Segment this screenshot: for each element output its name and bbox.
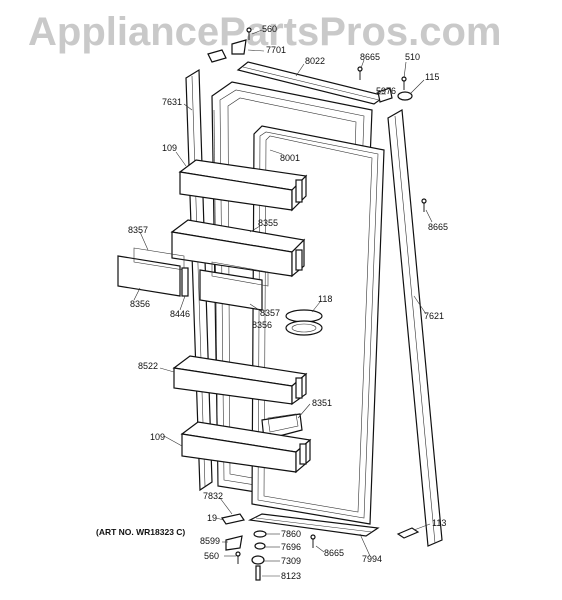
callout-8665-right: 8665 (428, 222, 449, 232)
callout-115: 115 (425, 72, 440, 82)
callout-8022: 8022 (305, 56, 326, 66)
callout-109-top: 109 (162, 143, 178, 153)
callout-19: 19 (207, 513, 218, 523)
right-trim-strip (387, 109, 443, 547)
callout-8356-left: 8356 (130, 299, 151, 309)
callout-7621: 7621 (424, 311, 445, 321)
callout-8446: 8446 (170, 309, 191, 319)
bottom-door-bin (180, 421, 312, 474)
callout-8001: 8001 (280, 153, 301, 163)
callout-7994: 7994 (362, 554, 383, 564)
callout-7860: 7860 (281, 529, 302, 539)
callout-560-top: 560 (262, 24, 278, 34)
bottom-hinge-hardware (221, 513, 420, 581)
top-hinge-parts (207, 27, 427, 212)
callout-8357-right: 8357 (260, 308, 281, 318)
lower-door-bin (172, 355, 308, 406)
callout-113: 113 (432, 518, 447, 528)
callout-8665-bottom: 8665 (324, 548, 345, 558)
callout-510: 510 (405, 52, 421, 62)
callout-8123: 8123 (281, 571, 302, 581)
callout-8356-right: 8356 (252, 320, 273, 330)
watermark-text: AppliancePartsPros.com (28, 10, 502, 54)
callout-7631: 7631 (162, 97, 183, 107)
callout-8357-left: 8357 (128, 225, 149, 235)
callout-7701: 7701 (266, 45, 287, 55)
callout-7696: 7696 (281, 542, 302, 552)
leader-lines (133, 29, 433, 577)
art-number: (ART NO. WR18323 C) (96, 527, 186, 537)
callout-8355: 8355 (258, 218, 279, 228)
callout-7309: 7309 (281, 556, 302, 566)
callout-8351: 8351 (312, 398, 333, 408)
middle-door-shelf (170, 219, 306, 278)
callout-118: 118 (318, 294, 333, 304)
callout-8665-top: 8665 (360, 52, 381, 62)
flip-door-right (199, 261, 269, 311)
bottom-cap (247, 513, 380, 537)
callout-7832: 7832 (203, 491, 224, 501)
callout-8522: 8522 (138, 361, 159, 371)
callout-8599: 8599 (200, 536, 221, 546)
callout-560-bottom: 560 (204, 551, 220, 561)
hinge-pin-8446 (181, 267, 189, 297)
callout-5976: 5976 (376, 86, 397, 96)
flip-door-left (117, 247, 185, 297)
top-door-bin (178, 159, 308, 212)
egg-tray (285, 309, 323, 336)
callout-109-bottom: 109 (150, 432, 166, 442)
